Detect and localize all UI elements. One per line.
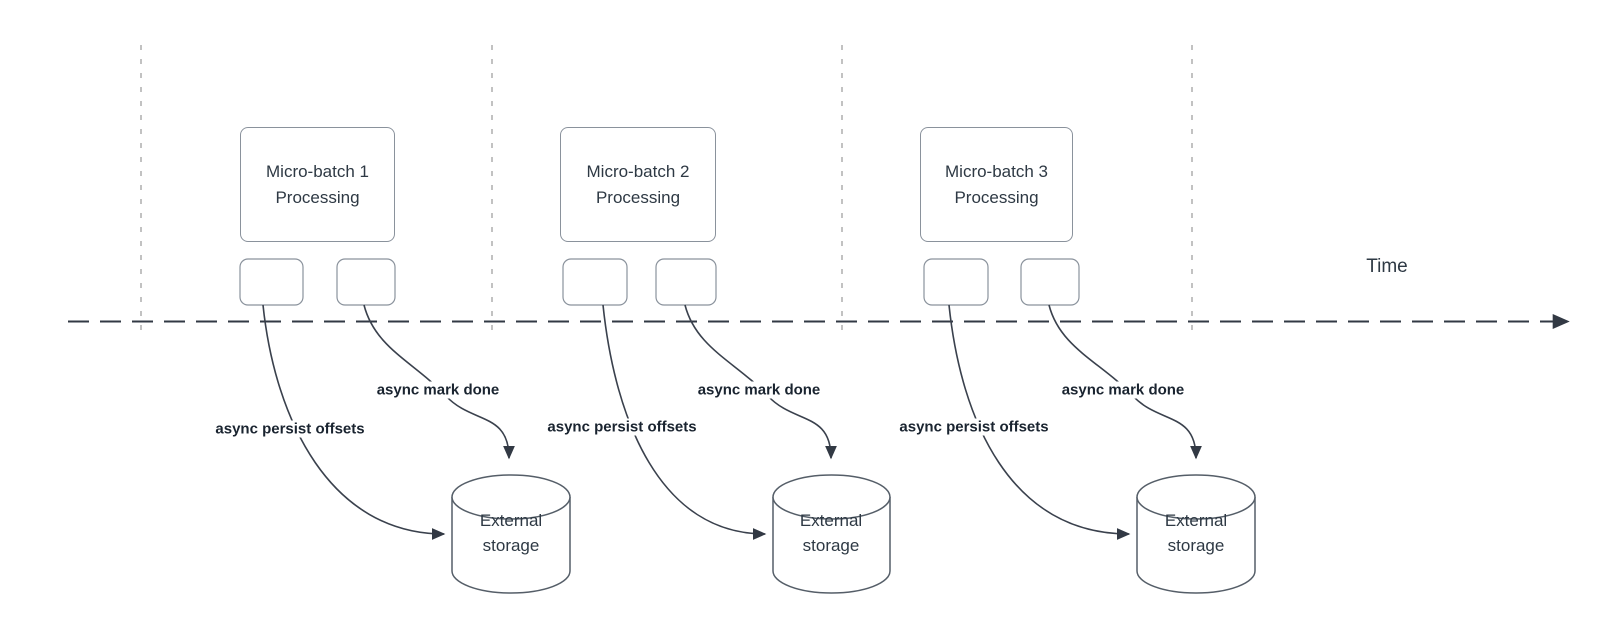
- batch3-done-slot: [1020, 258, 1080, 306]
- batch1-title-line1: Micro-batch 1: [266, 161, 369, 181]
- batch2-storage-label: External storage: [799, 511, 863, 555]
- batch1-storage-label: External storage: [479, 511, 543, 555]
- batch3-storage-cylinder-body: [1136, 497, 1256, 594]
- batch2-title-line2: Processing: [595, 187, 681, 207]
- batch2-offset-slot: [562, 258, 628, 306]
- batch1-offset-slot: [239, 258, 304, 306]
- batch3-title-line1: Micro-batch 3: [945, 161, 1048, 181]
- batch3-storage-label: External storage: [1164, 511, 1228, 555]
- batch3-persist-arrow: [948, 304, 1131, 540]
- batch2-done-slot: [655, 258, 717, 306]
- batch3-title-line2: Processing: [954, 187, 1039, 207]
- batch2-storage-cylinder-body: [772, 497, 891, 594]
- batch1-storage-cylinder-top: [451, 474, 571, 520]
- time-axis-label: Time: [1366, 256, 1408, 277]
- batch1-done-label: async mark done: [373, 381, 503, 399]
- batch1-persist-arrow: [262, 304, 446, 540]
- batch1-processing-box: Micro-batch 1 Processing: [240, 127, 395, 242]
- batch3-processing-box: Micro-batch 3 Processing: [920, 127, 1073, 242]
- batch1-storage-cylinder-body: [451, 497, 571, 594]
- batch3-done-label: async mark done: [1058, 381, 1188, 399]
- batch1-done-slot: [336, 258, 396, 306]
- batch1-persist-label: async persist offsets: [212, 420, 368, 438]
- batch1-title-line2: Processing: [275, 187, 360, 207]
- batch2-done-label: async mark done: [694, 381, 824, 399]
- batch2-processing-box: Micro-batch 2 Processing: [560, 127, 716, 242]
- batch2-persist-label: async persist offsets: [544, 418, 700, 436]
- batch3-persist-label: async persist offsets: [896, 418, 1052, 436]
- batch2-storage-cylinder-top: [772, 474, 891, 520]
- batch2-persist-arrow: [602, 304, 767, 540]
- batch3-storage-cylinder-top: [1136, 474, 1256, 520]
- batch3-offset-slot: [923, 258, 989, 306]
- batch2-title-line1: Micro-batch 2: [586, 161, 690, 181]
